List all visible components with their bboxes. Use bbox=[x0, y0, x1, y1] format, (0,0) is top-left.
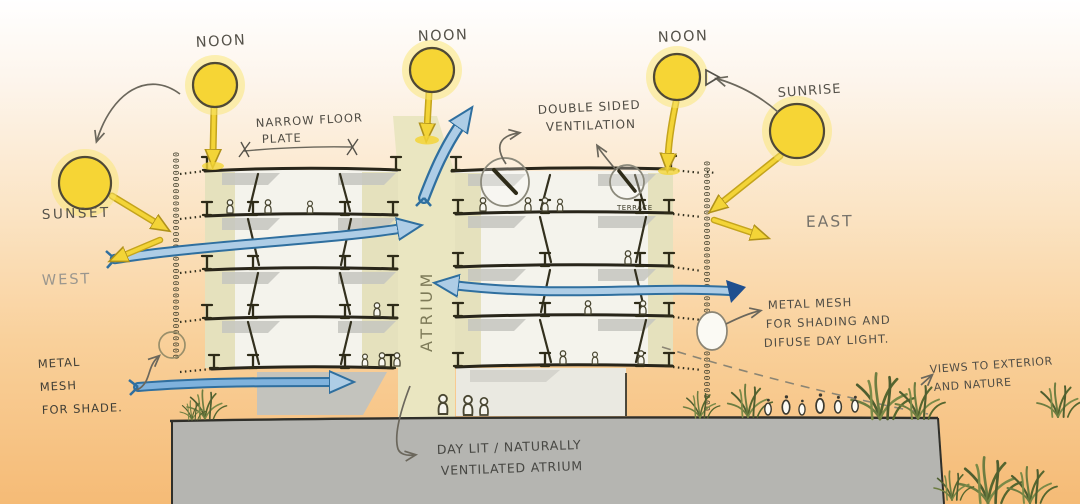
label-atrium: ATRIUM bbox=[417, 270, 436, 352]
label-double-sided-2: VENTILATION bbox=[546, 117, 637, 134]
daylit-leader bbox=[395, 385, 419, 462]
label-narrow-floor-2: PLATE bbox=[262, 131, 302, 146]
floor-extension-dots bbox=[179, 168, 717, 374]
label-mesh-right-1: METAL MESH bbox=[768, 295, 853, 312]
mesh-left-detail-circle bbox=[158, 331, 186, 359]
label-double-sided-1: DOUBLE SIDED bbox=[537, 98, 641, 117]
ground bbox=[169, 416, 945, 504]
sun-sunrise bbox=[762, 96, 832, 166]
label-daylit-1: DAY LIT / NATURALLY bbox=[437, 437, 582, 457]
sun-rays bbox=[112, 89, 784, 256]
label-noon-right: NOON bbox=[658, 28, 709, 46]
dimension-line bbox=[243, 146, 353, 152]
label-sunset: SUNSET bbox=[42, 205, 111, 223]
label-noon-center: NOON bbox=[418, 27, 469, 45]
annotation-arrows bbox=[94, 68, 935, 462]
sun-noon-center bbox=[402, 40, 462, 100]
label-noon-left: NOON bbox=[195, 32, 246, 51]
sun-noon-left bbox=[185, 55, 245, 115]
airflow-arrow-ground bbox=[128, 380, 336, 396]
ray-noon-left bbox=[202, 104, 224, 170]
ray-sunrise bbox=[714, 152, 784, 234]
label-mesh-left-1: METAL bbox=[37, 355, 80, 371]
airflow-arrow-east-in bbox=[452, 280, 746, 303]
airflow-arrow-atrium-up bbox=[415, 122, 462, 207]
ray-sunset bbox=[112, 192, 160, 256]
suns bbox=[51, 40, 832, 217]
label-mesh-left-3: FOR SHADE. bbox=[42, 400, 123, 417]
mesh-right-leader bbox=[725, 307, 763, 325]
label-daylit-2: VENTILATED ATRIUM bbox=[441, 458, 584, 478]
ventilation-louver-circles bbox=[480, 157, 645, 207]
label-east: EAST bbox=[806, 212, 854, 231]
label-views-2: AND NATURE bbox=[933, 376, 1012, 394]
view-sight-line bbox=[661, 346, 929, 415]
mesh-left-leader bbox=[136, 354, 161, 391]
arc-noon-to-sunset bbox=[94, 83, 181, 144]
dimension-tick-right bbox=[346, 138, 359, 156]
atrium-shaft bbox=[393, 116, 455, 420]
label-sunrise: SUNRISE bbox=[777, 82, 842, 101]
vent-leader-right bbox=[595, 143, 617, 171]
sun-noon-right bbox=[646, 46, 708, 108]
dimension-tick-left bbox=[238, 141, 251, 158]
label-mesh-right-3: DIFUSE DAY LIGHT. bbox=[764, 332, 890, 350]
label-mesh-right-2: FOR SHADING AND bbox=[766, 313, 891, 331]
label-narrow-floor-1: NARROW FLOOR bbox=[255, 110, 363, 130]
label-west: WEST bbox=[42, 271, 92, 289]
mesh-right-detail-blob bbox=[696, 311, 728, 351]
flag-arrowhead bbox=[705, 68, 721, 87]
views-leader bbox=[920, 373, 935, 387]
arc-sunrise-to-noon bbox=[714, 75, 779, 113]
label-terrace: TERRACE bbox=[616, 204, 653, 212]
label-mesh-left-2: MESH bbox=[39, 378, 77, 394]
floor-shadows bbox=[222, 173, 656, 333]
vent-leader-left bbox=[498, 128, 522, 165]
airflow-arrows bbox=[105, 122, 746, 396]
sun-sunset bbox=[51, 149, 119, 217]
